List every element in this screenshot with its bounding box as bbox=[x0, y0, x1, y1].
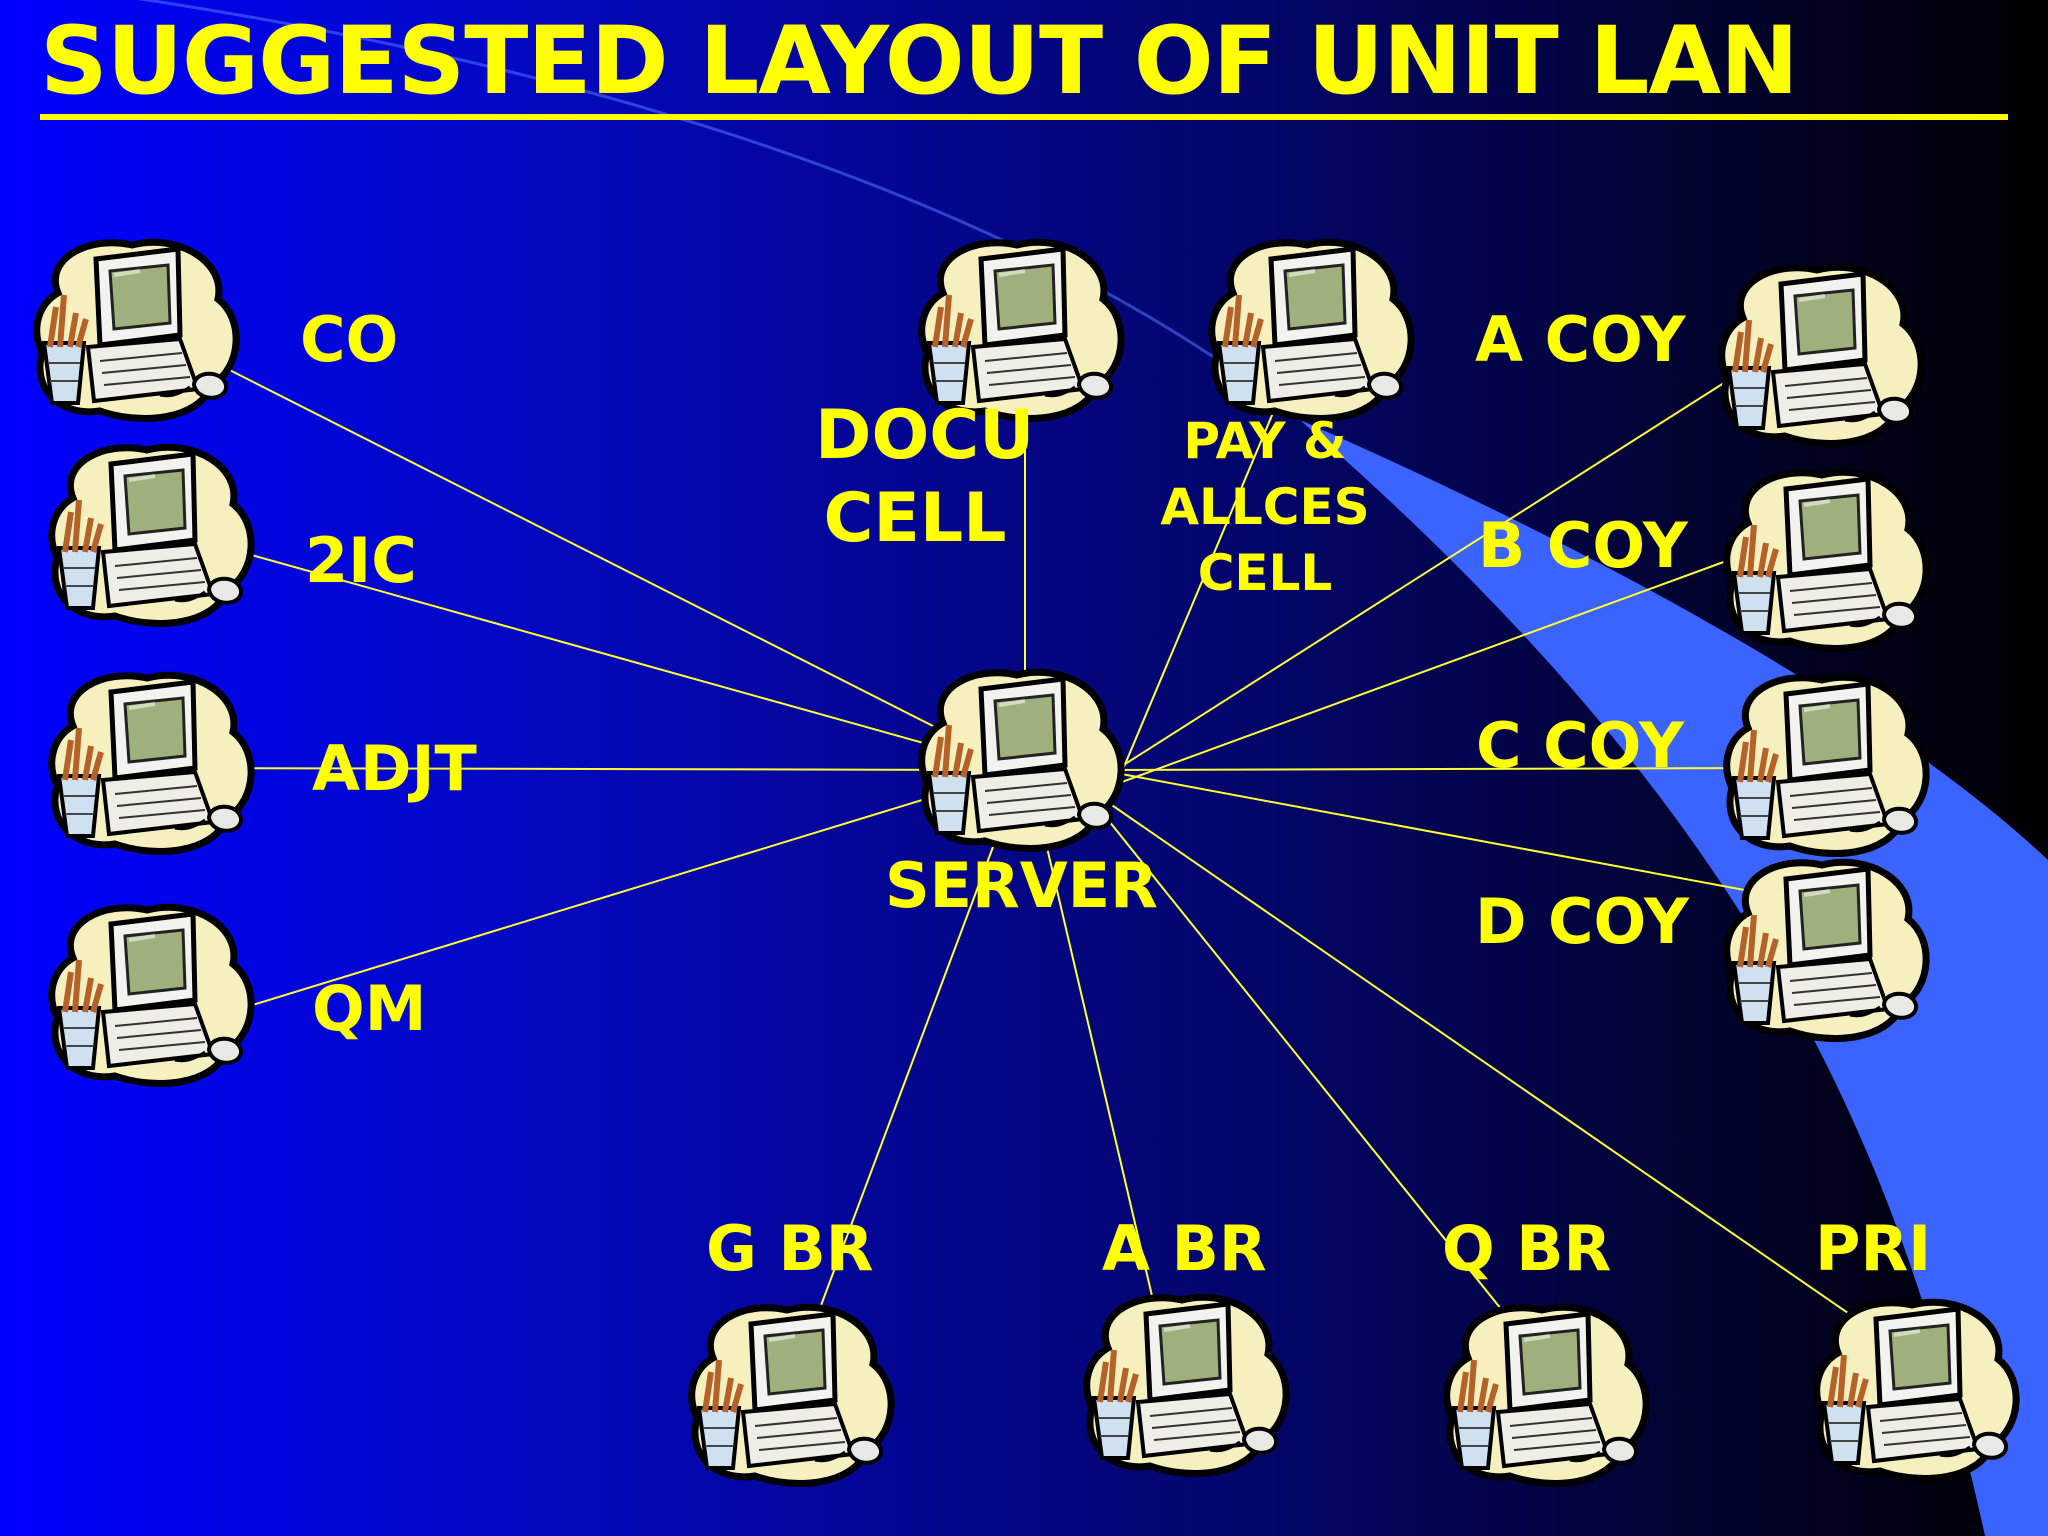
link-gbr bbox=[804, 774, 1021, 1349]
computer-qm[interactable] bbox=[45, 900, 265, 1090]
link-qbr bbox=[1079, 784, 1531, 1346]
computer-icon bbox=[1715, 260, 1935, 450]
slide-title: SUGGESTED LAYOUT OF UNIT LAN bbox=[40, 7, 1799, 116]
label-a-br: A BR bbox=[1102, 1212, 1267, 1285]
link-pri bbox=[1089, 789, 1946, 1381]
computer-server[interactable] bbox=[915, 665, 1135, 855]
link-ccoy bbox=[1099, 767, 1791, 771]
computer-d-coy[interactable] bbox=[1720, 855, 1940, 1045]
label-pri: PRI bbox=[1815, 1212, 1932, 1285]
computer-icon bbox=[45, 668, 265, 858]
label-d-coy: D COY bbox=[1475, 885, 1689, 958]
label-server: SERVER bbox=[885, 849, 1158, 922]
computer-g-br[interactable] bbox=[685, 1300, 905, 1490]
computer-icon bbox=[685, 1300, 905, 1490]
link-co bbox=[199, 354, 1021, 771]
link-2ic bbox=[179, 534, 1021, 771]
label-line: ALLCES bbox=[1160, 478, 1370, 536]
computer-a-br[interactable] bbox=[1080, 1290, 1300, 1480]
computer-a-coy[interactable] bbox=[1715, 260, 1935, 450]
label-line: CELL bbox=[1197, 544, 1333, 602]
computer-icon bbox=[1080, 1290, 1300, 1480]
computer-icon bbox=[915, 665, 1135, 855]
computer-c-coy[interactable] bbox=[1720, 670, 1940, 860]
link-acoy bbox=[1099, 359, 1761, 781]
link-bcoy bbox=[1099, 555, 1741, 791]
computer-icon bbox=[1205, 235, 1425, 425]
link-qm bbox=[209, 769, 1021, 1019]
computer-icon bbox=[1810, 1295, 2030, 1485]
link-dcoy bbox=[1099, 769, 1826, 906]
label-b-coy: B COY bbox=[1478, 509, 1688, 582]
label-co: CO bbox=[300, 303, 399, 376]
computer-pri[interactable] bbox=[1810, 1295, 2030, 1485]
computer-2ic[interactable] bbox=[45, 440, 265, 630]
label-2ic: 2IC bbox=[305, 524, 417, 597]
link-abr bbox=[1029, 774, 1161, 1331]
computer-adjt[interactable] bbox=[45, 668, 265, 858]
computer-icon bbox=[1440, 1300, 1660, 1490]
computer-icon bbox=[1720, 465, 1940, 655]
computer-pay-allces-cell[interactable] bbox=[1205, 235, 1425, 425]
title-underline bbox=[40, 114, 2008, 120]
label-docu-cell: DOCU CELL bbox=[815, 395, 1035, 561]
computer-co[interactable] bbox=[30, 235, 250, 425]
label-q-br: Q BR bbox=[1442, 1212, 1612, 1285]
computer-icon bbox=[45, 440, 265, 630]
computer-icon bbox=[45, 900, 265, 1090]
computer-icon bbox=[1720, 670, 1940, 860]
label-g-br: G BR bbox=[706, 1212, 874, 1285]
label-line: PAY & bbox=[1183, 412, 1347, 470]
computer-icon bbox=[30, 235, 250, 425]
computer-q-br[interactable] bbox=[1440, 1300, 1660, 1490]
computer-b-coy[interactable] bbox=[1720, 465, 1940, 655]
label-qm: QM bbox=[312, 972, 427, 1045]
label-c-coy: C COY bbox=[1476, 709, 1684, 782]
link-adjt bbox=[159, 767, 1021, 771]
computer-icon bbox=[1720, 855, 1940, 1045]
label-a-coy: A COY bbox=[1475, 303, 1686, 376]
label-pay-allces-cell: PAY & ALLCES CELL bbox=[1150, 408, 1380, 606]
label-adjt: ADJT bbox=[312, 732, 477, 805]
label-line: CELL bbox=[823, 478, 1007, 558]
label-line: DOCU bbox=[815, 396, 1035, 475]
